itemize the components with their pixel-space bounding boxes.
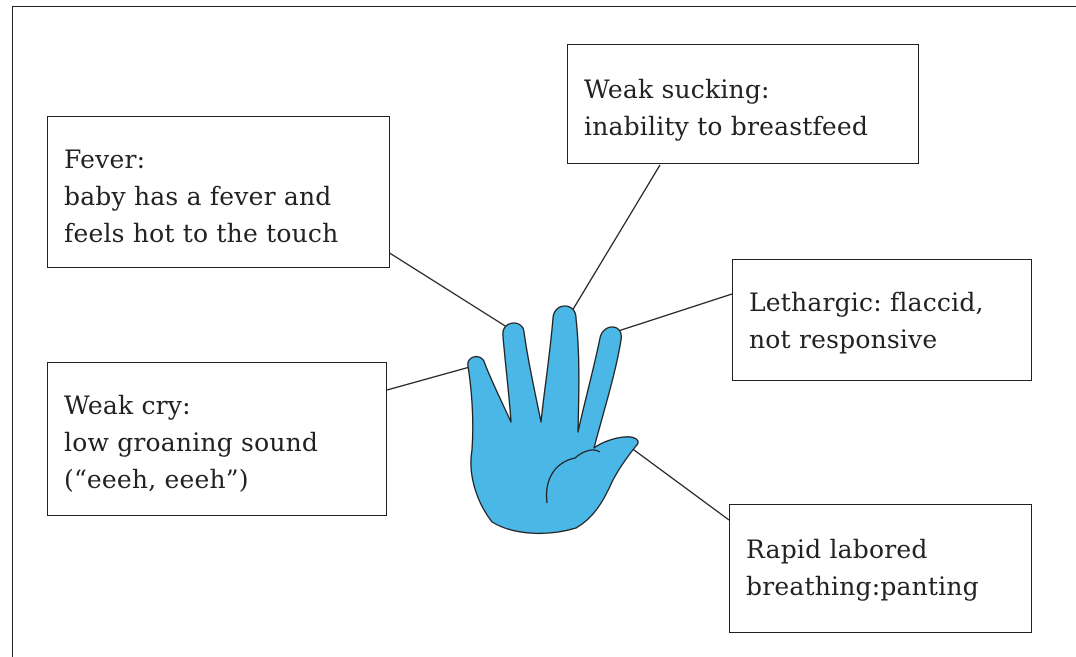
label-weak-cry-text-1: low groaning sound [64,424,370,461]
connector-fever [388,252,510,329]
label-weak-cry-text-2: (“eeeh, eeeh”) [64,461,370,498]
label-fever-text-2: feels hot to the touch [64,215,373,252]
label-weak-cry: Weak cry: low groaning sound (“eeeh, eee… [47,362,387,516]
label-rapid-breathing-title: Rapid labored [746,531,1015,568]
label-fever: Fever: baby has a fever and feels hot to… [47,116,390,268]
label-lethargic-title: Lethargic: flaccid, [749,284,1015,321]
connector-lethargic [612,294,732,333]
connector-weak-sucking [569,165,660,316]
label-weak-sucking: Weak sucking: inability to breastfeed [567,44,919,164]
label-weak-sucking-text: inability to breastfeed [584,108,902,145]
label-lethargic-text: not responsive [749,321,1015,358]
label-weak-cry-title: Weak cry: [64,387,370,424]
label-weak-sucking-title: Weak sucking: [584,71,902,108]
label-fever-title: Fever: [64,141,373,178]
connector-weak-cry [387,365,477,390]
label-fever-text-1: baby has a fever and [64,178,373,215]
connector-rapid-breathing [630,447,729,520]
label-rapid-breathing: Rapid labored breathing:panting [729,504,1032,633]
label-rapid-breathing-text: breathing:panting [746,568,1015,605]
label-lethargic: Lethargic: flaccid, not responsive [732,259,1032,381]
hand-icon [468,306,638,533]
